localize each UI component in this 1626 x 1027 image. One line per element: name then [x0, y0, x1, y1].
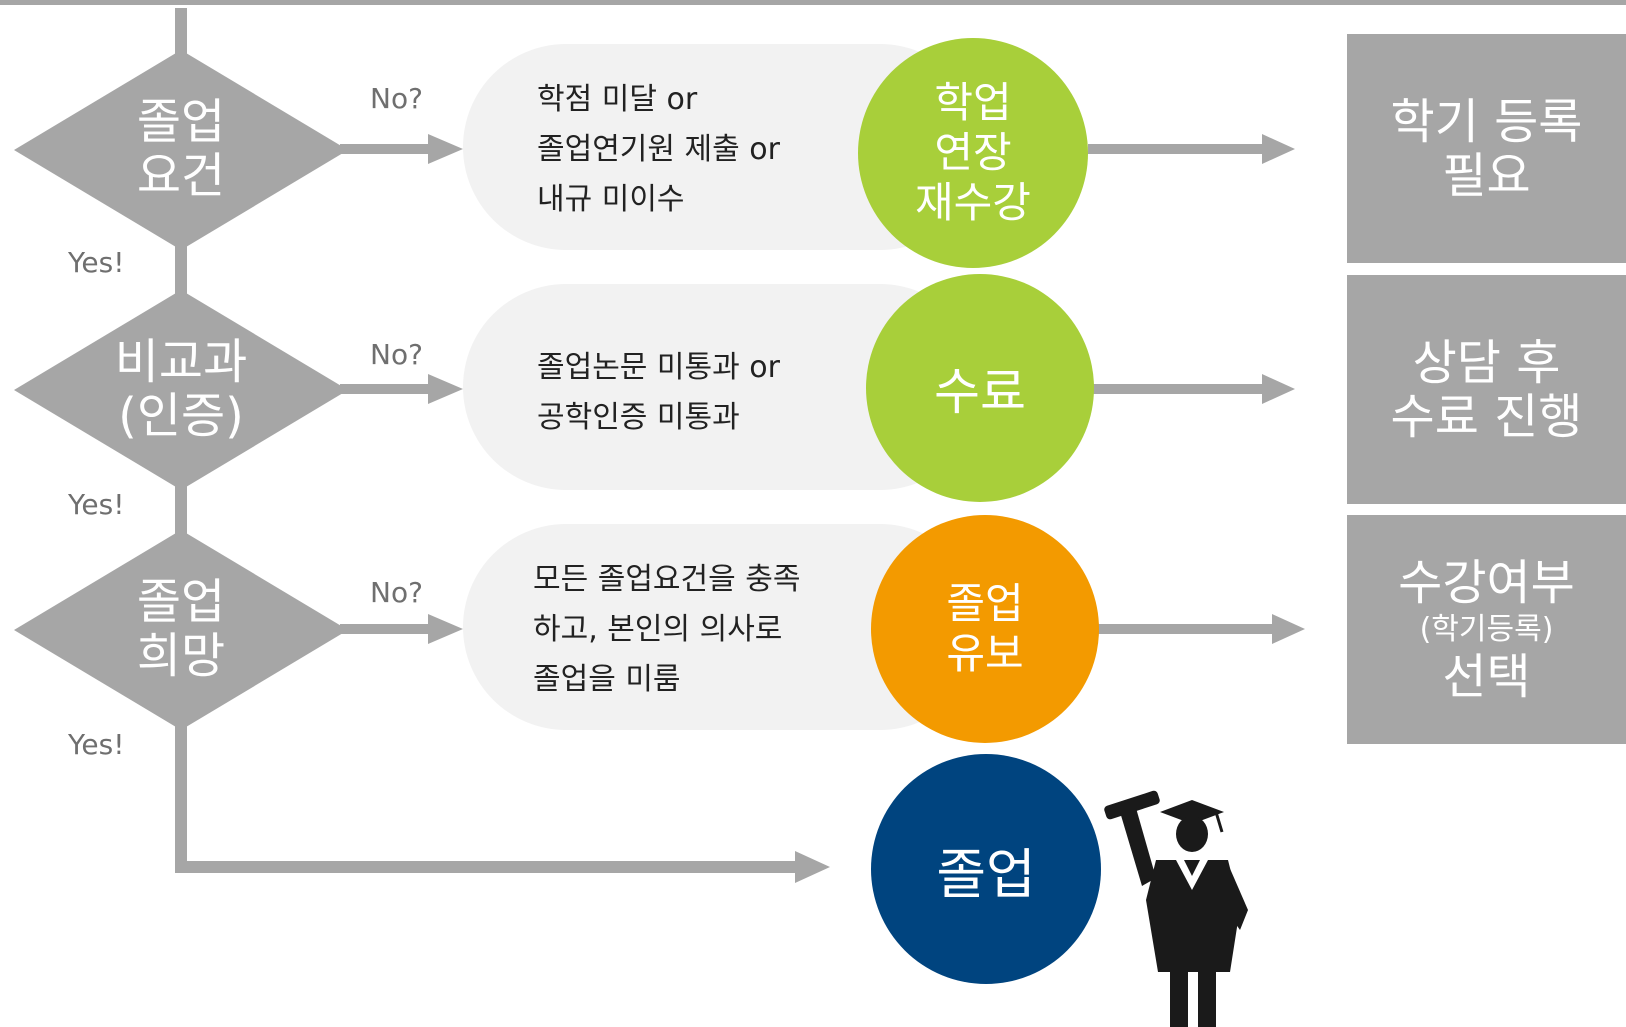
outcome-3-sub: (학기등록) — [1419, 611, 1554, 647]
condition-2-line1: 졸업논문 미통과 or — [537, 350, 780, 385]
final-connector — [175, 861, 803, 873]
no-arrow-line-1 — [340, 144, 430, 154]
final-circle: 졸업 — [871, 754, 1101, 984]
status-circle-3: 졸업 유보 — [871, 515, 1099, 743]
graduate-icon — [1104, 790, 1248, 1027]
final-label: 졸업 — [936, 842, 1036, 906]
outcome-arrowhead-2 — [1262, 374, 1295, 404]
condition-1-text: 학점 미달 or 졸업연기원 제출 or 내규 미이수 — [537, 75, 780, 225]
outcome-2-line1: 상담 후 — [1412, 334, 1561, 391]
status-3-line2: 유보 — [946, 629, 1024, 678]
outcome-3-line1: 수강여부 — [1398, 554, 1575, 611]
no-label-3: No? — [370, 576, 423, 609]
outcome-arrow-line-3 — [1096, 624, 1278, 634]
condition-3-line3: 졸업을 미룸 — [533, 662, 681, 697]
yes-label-2: Yes! — [68, 488, 125, 521]
status-2-line1: 수료 — [934, 363, 1026, 421]
decision-3-line2: 희망 — [136, 628, 226, 684]
outcome-box-2: 상담 후 수료 진행 — [1347, 275, 1626, 504]
status-1-line2: 연장 — [934, 128, 1012, 177]
yes-label-3: Yes! — [68, 728, 125, 761]
status-circle-1: 학업 연장 재수강 — [858, 38, 1088, 268]
decision-3-label: 졸업 희망 — [71, 575, 291, 683]
outcome-1-line1: 학기 등록 — [1390, 93, 1583, 150]
no-arrowhead-1 — [428, 134, 463, 164]
outcome-box-1: 학기 등록 필요 — [1347, 34, 1626, 263]
decision-2-label: 비교과 (인증) — [71, 335, 291, 443]
condition-2-text: 졸업논문 미통과 or 공학인증 미통과 — [537, 343, 780, 443]
yes-label-1: Yes! — [68, 246, 125, 279]
outcome-arrow-line-2 — [1092, 384, 1268, 394]
status-3-line1: 졸업 — [946, 579, 1024, 628]
outcome-arrow-line-1 — [1088, 144, 1268, 154]
condition-1-line2: 졸업연기원 제출 or — [537, 132, 780, 167]
outcome-2-line2: 수료 진행 — [1390, 388, 1583, 445]
status-1-line3: 재수강 — [915, 178, 1031, 227]
condition-1-line3: 내규 미이수 — [537, 182, 685, 217]
decision-2-line1: 비교과 — [114, 334, 248, 390]
condition-2-line2: 공학인증 미통과 — [537, 400, 740, 435]
decision-diamond-3 — [14, 530, 348, 730]
outcome-arrowhead-3 — [1272, 614, 1305, 644]
no-arrowhead-3 — [428, 614, 463, 644]
decision-1-label: 졸업 요건 — [71, 95, 291, 203]
status-1-line1: 학업 — [934, 78, 1012, 127]
condition-3-line1: 모든 졸업요건을 충족 — [533, 562, 801, 597]
no-arrow-line-2 — [340, 384, 430, 394]
final-arrowhead — [795, 851, 830, 883]
outcome-1-line2: 필요 — [1442, 147, 1531, 204]
no-label-1: No? — [370, 82, 423, 115]
decision-diamond-1 — [14, 50, 348, 250]
outcome-3-line2: 선택 — [1442, 648, 1531, 705]
condition-3-line2: 하고, 본인의 의사로 — [533, 612, 783, 647]
outcome-arrowhead-1 — [1262, 134, 1295, 164]
no-label-2: No? — [370, 338, 423, 371]
condition-1-line1: 학점 미달 or — [537, 82, 698, 117]
no-arrow-line-3 — [340, 624, 430, 634]
decision-2-line2: (인증) — [118, 388, 244, 444]
status-circle-2: 수료 — [866, 274, 1094, 502]
decision-diamond-2 — [14, 290, 348, 490]
no-arrowhead-2 — [428, 374, 463, 404]
decision-3-line1: 졸업 — [136, 574, 226, 630]
outcome-box-3: 수강여부 (학기등록) 선택 — [1347, 515, 1626, 744]
decision-1-line1: 졸업 — [136, 94, 226, 150]
condition-3-text: 모든 졸업요건을 충족 하고, 본인의 의사로 졸업을 미룸 — [533, 555, 800, 705]
decision-1-line2: 요건 — [136, 148, 226, 204]
top-border-line — [0, 0, 1626, 5]
